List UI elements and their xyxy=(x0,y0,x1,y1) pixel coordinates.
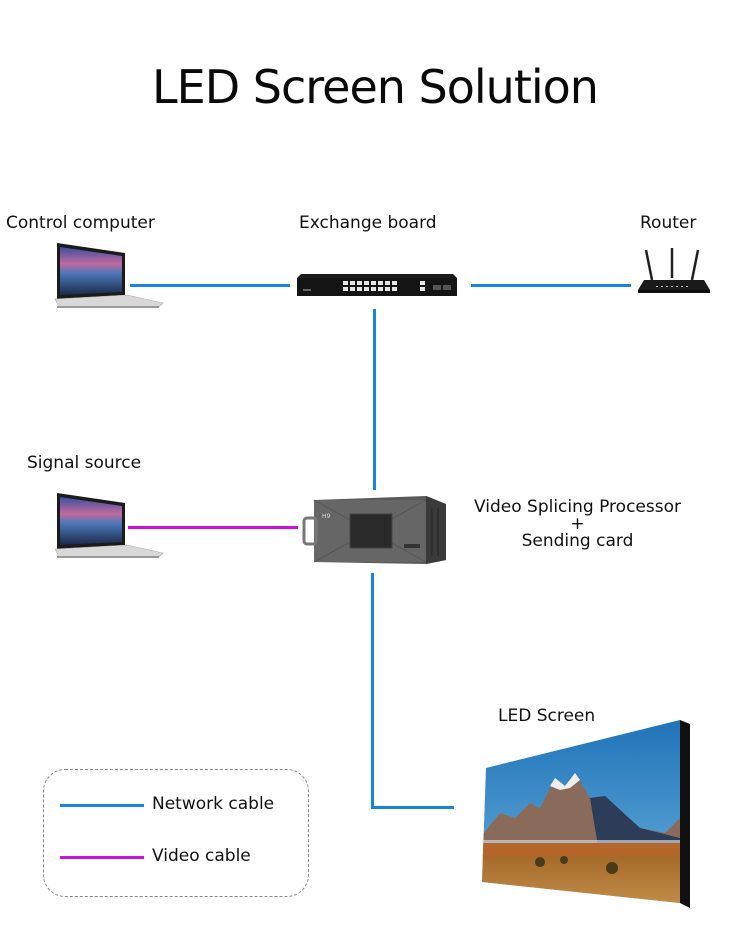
processor-label-line1: Video Splicing Processor xyxy=(474,497,681,517)
legend-video-swatch xyxy=(60,856,144,859)
network-switch-icon xyxy=(297,274,457,296)
led-screen-icon xyxy=(482,720,690,908)
control-computer-label: Control computer xyxy=(6,213,155,233)
network-cable-switch-router xyxy=(471,284,631,287)
exchange-board-label: Exchange board xyxy=(299,213,437,233)
legend-network-swatch xyxy=(60,804,144,807)
network-cable-processor-screen-horizontal xyxy=(371,806,454,809)
processor-label: Video Splicing Processor + Sending card xyxy=(455,497,700,551)
laptop-icon xyxy=(54,493,164,558)
processor-label-line2: Sending card xyxy=(521,531,634,551)
video-cable-source-processor xyxy=(128,526,298,529)
led-screen-label: LED Screen xyxy=(498,706,596,726)
video-processor-icon: H9 xyxy=(302,496,446,564)
legend: Network cable Video cable xyxy=(43,769,309,897)
signal-source-label: Signal source xyxy=(27,453,142,473)
diagram-title: LED Screen Solution xyxy=(152,60,599,114)
network-cable-computer-switch xyxy=(130,284,290,287)
legend-network-label: Network cable xyxy=(152,794,275,814)
network-cable-switch-processor xyxy=(373,309,376,490)
router-icon xyxy=(638,248,710,293)
laptop-icon xyxy=(54,243,164,308)
processor-label-plus: + xyxy=(570,514,585,534)
legend-video-label: Video cable xyxy=(152,846,251,866)
network-cable-processor-screen-vertical xyxy=(371,573,374,809)
svg-text:H9: H9 xyxy=(322,513,331,520)
router-label: Router xyxy=(640,213,697,233)
